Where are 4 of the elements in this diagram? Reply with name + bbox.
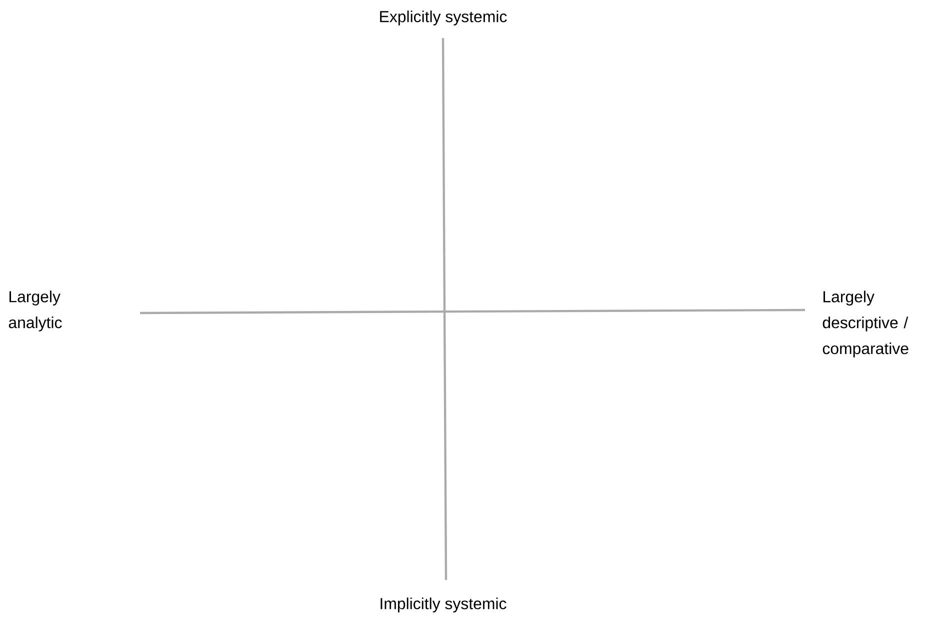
axis-label: Largely analytic	[8, 290, 62, 332]
axis-label: Explicitly systemic	[380, 10, 507, 26]
axis-label: Largely descriptive / comparative	[822, 290, 908, 358]
axis-label: Implicitly systemic	[380, 598, 506, 612]
